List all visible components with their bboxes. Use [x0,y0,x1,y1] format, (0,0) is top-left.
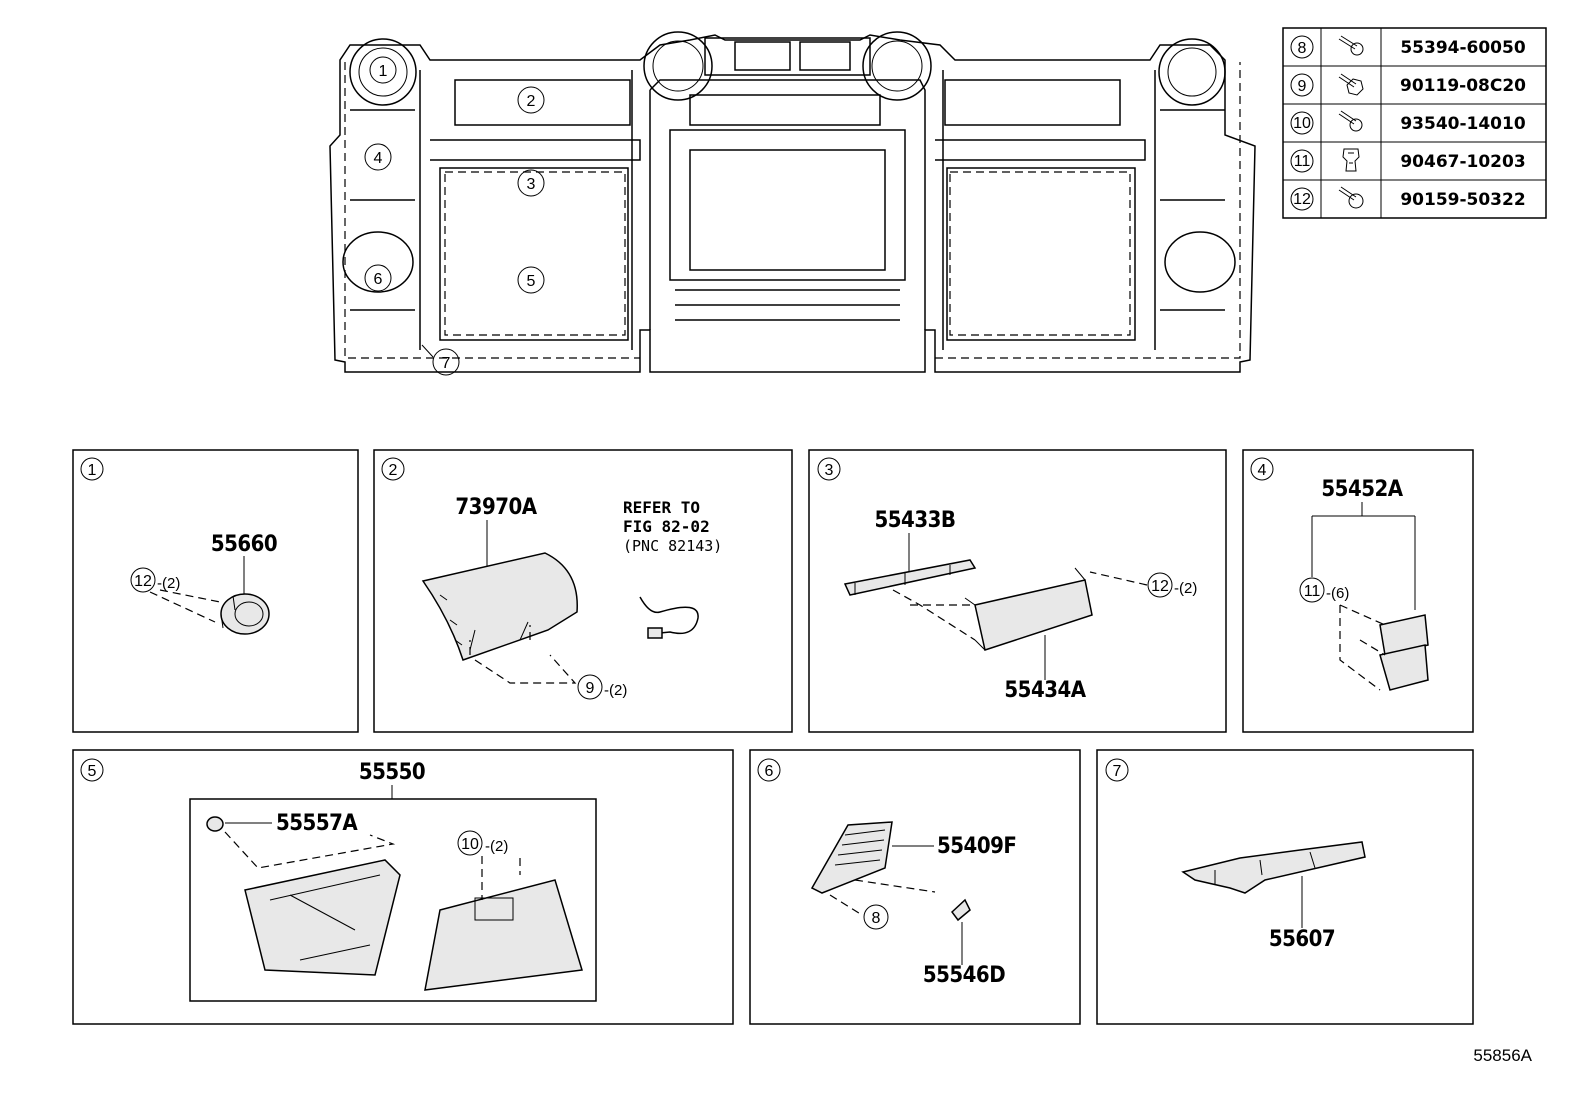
overview-callouts: 1 2 3 4 5 6 7 [364,56,545,376]
svg-text:5: 5 [527,273,536,290]
svg-text:12: 12 [134,573,152,590]
fastener-row-10: 10 93540-14010 [1290,110,1526,135]
svg-text:8: 8 [872,910,881,927]
airbag-cover-part [421,552,578,661]
overview-callout-5: 5 [517,266,545,294]
fastener-row-12: 12 90159-50322 [1290,186,1526,211]
fastener-row-11: 11 90467-10203 [1290,148,1526,173]
bracket-part [843,559,977,596]
overview-callout-6: 6 [364,264,392,292]
svg-text:1: 1 [88,462,97,479]
part-number-73970A: 73970A [455,495,537,520]
svg-text:9: 9 [586,680,595,697]
panel-4: 4 55452A 11 -(6) [1242,449,1474,733]
refer-note-line1: REFER TO [623,498,700,517]
glove-box-door-part [424,879,583,991]
speaker-grille-part [810,821,893,894]
svg-text:2: 2 [389,462,398,479]
part-number-55550: 55550 [359,760,425,785]
svg-text:3: 3 [527,176,536,193]
svg-text:-(2): -(2) [157,575,180,592]
svg-text:55394-60050: 55394-60050 [1400,38,1526,58]
svg-text:12: 12 [1151,578,1169,595]
clip-icon [1342,148,1360,172]
panel-1: 1 55660 12 -(2) [72,449,359,733]
svg-text:10: 10 [461,836,479,853]
svg-text:7: 7 [442,355,451,372]
panel-7: 7 55607 [1096,749,1474,1025]
part-number-55546D: 55546D [923,963,1005,988]
part-number-55557A: 55557A [276,811,358,836]
part-number-55452A: 55452A [1321,477,1403,502]
svg-text:7: 7 [1113,763,1122,780]
screw-icon [1338,35,1364,56]
panel-6: 6 55409F 8 55546D [749,749,1081,1025]
panel-3: 3 55433B 55434A 12 -(2) [808,449,1227,733]
panel-2: 2 73970A 9 -(2) REFER TO FIG 82-02 (PNC … [373,449,793,733]
svg-text:-(2): -(2) [1174,580,1197,597]
overview-callout-7: 7 [432,348,460,376]
svg-text:90467-10203: 90467-10203 [1400,152,1525,172]
svg-text:5: 5 [88,763,97,780]
svg-text:4: 4 [1258,462,1267,479]
part-number-55409F: 55409F [937,834,1016,859]
fastener-row-8: 8 55394-60050 [1290,35,1526,59]
svg-text:-(2): -(2) [604,682,627,699]
refer-note-line2: FIG 82-02 [623,517,710,536]
svg-text:-(6): -(6) [1326,585,1349,602]
overview-callout-4: 4 [364,143,392,171]
screw-icon [1338,110,1363,132]
svg-text:11: 11 [1304,583,1321,600]
glove-box-part [244,859,401,976]
svg-text:1: 1 [379,63,388,80]
overview-callout-1: 1 [369,56,397,84]
svg-text:2: 2 [527,93,536,110]
svg-text:90159-50322: 90159-50322 [1400,190,1525,210]
refer-note-line3: (PNC 82143) [623,537,722,555]
svg-text:10: 10 [1293,115,1311,132]
part-number-55607: 55607 [1269,927,1335,952]
cover-part [950,898,971,922]
svg-text:90119-08C20: 90119-08C20 [1400,76,1526,96]
wire-harness-part [639,596,699,639]
svg-text:6: 6 [374,271,383,288]
svg-text:6: 6 [765,763,774,780]
svg-text:-(2): -(2) [485,838,508,855]
svg-text:93540-14010: 93540-14010 [1400,114,1526,134]
duct-part [1379,614,1429,691]
reinforcement-part [1181,841,1366,894]
overview-callout-3: 3 [517,169,545,197]
dashboard-overview [329,31,1256,373]
illustration-code: 55856A [1473,1046,1532,1065]
panel-5: 5 55550 55557A 10 -(2) [72,749,734,1025]
panel-trim-part [964,567,1093,651]
part-number-55660: 55660 [211,532,277,557]
screw-icon [1338,186,1364,209]
vent-part [220,593,270,635]
svg-text:3: 3 [825,462,834,479]
fastener-table: 8 55394-60050 9 90119-08C20 10 93540-140… [1282,27,1547,219]
part-number-55434A: 55434A [1004,678,1086,703]
bolt-icon [1338,73,1364,96]
part-number-55433B: 55433B [875,508,956,533]
damper-part [206,816,224,832]
overview-callout-2: 2 [517,86,545,114]
svg-text:12: 12 [1293,191,1311,208]
svg-text:9: 9 [1298,78,1307,95]
svg-text:11: 11 [1294,153,1311,170]
svg-text:4: 4 [374,150,383,167]
svg-text:8: 8 [1298,40,1307,57]
fastener-row-9: 9 90119-08C20 [1290,73,1526,97]
